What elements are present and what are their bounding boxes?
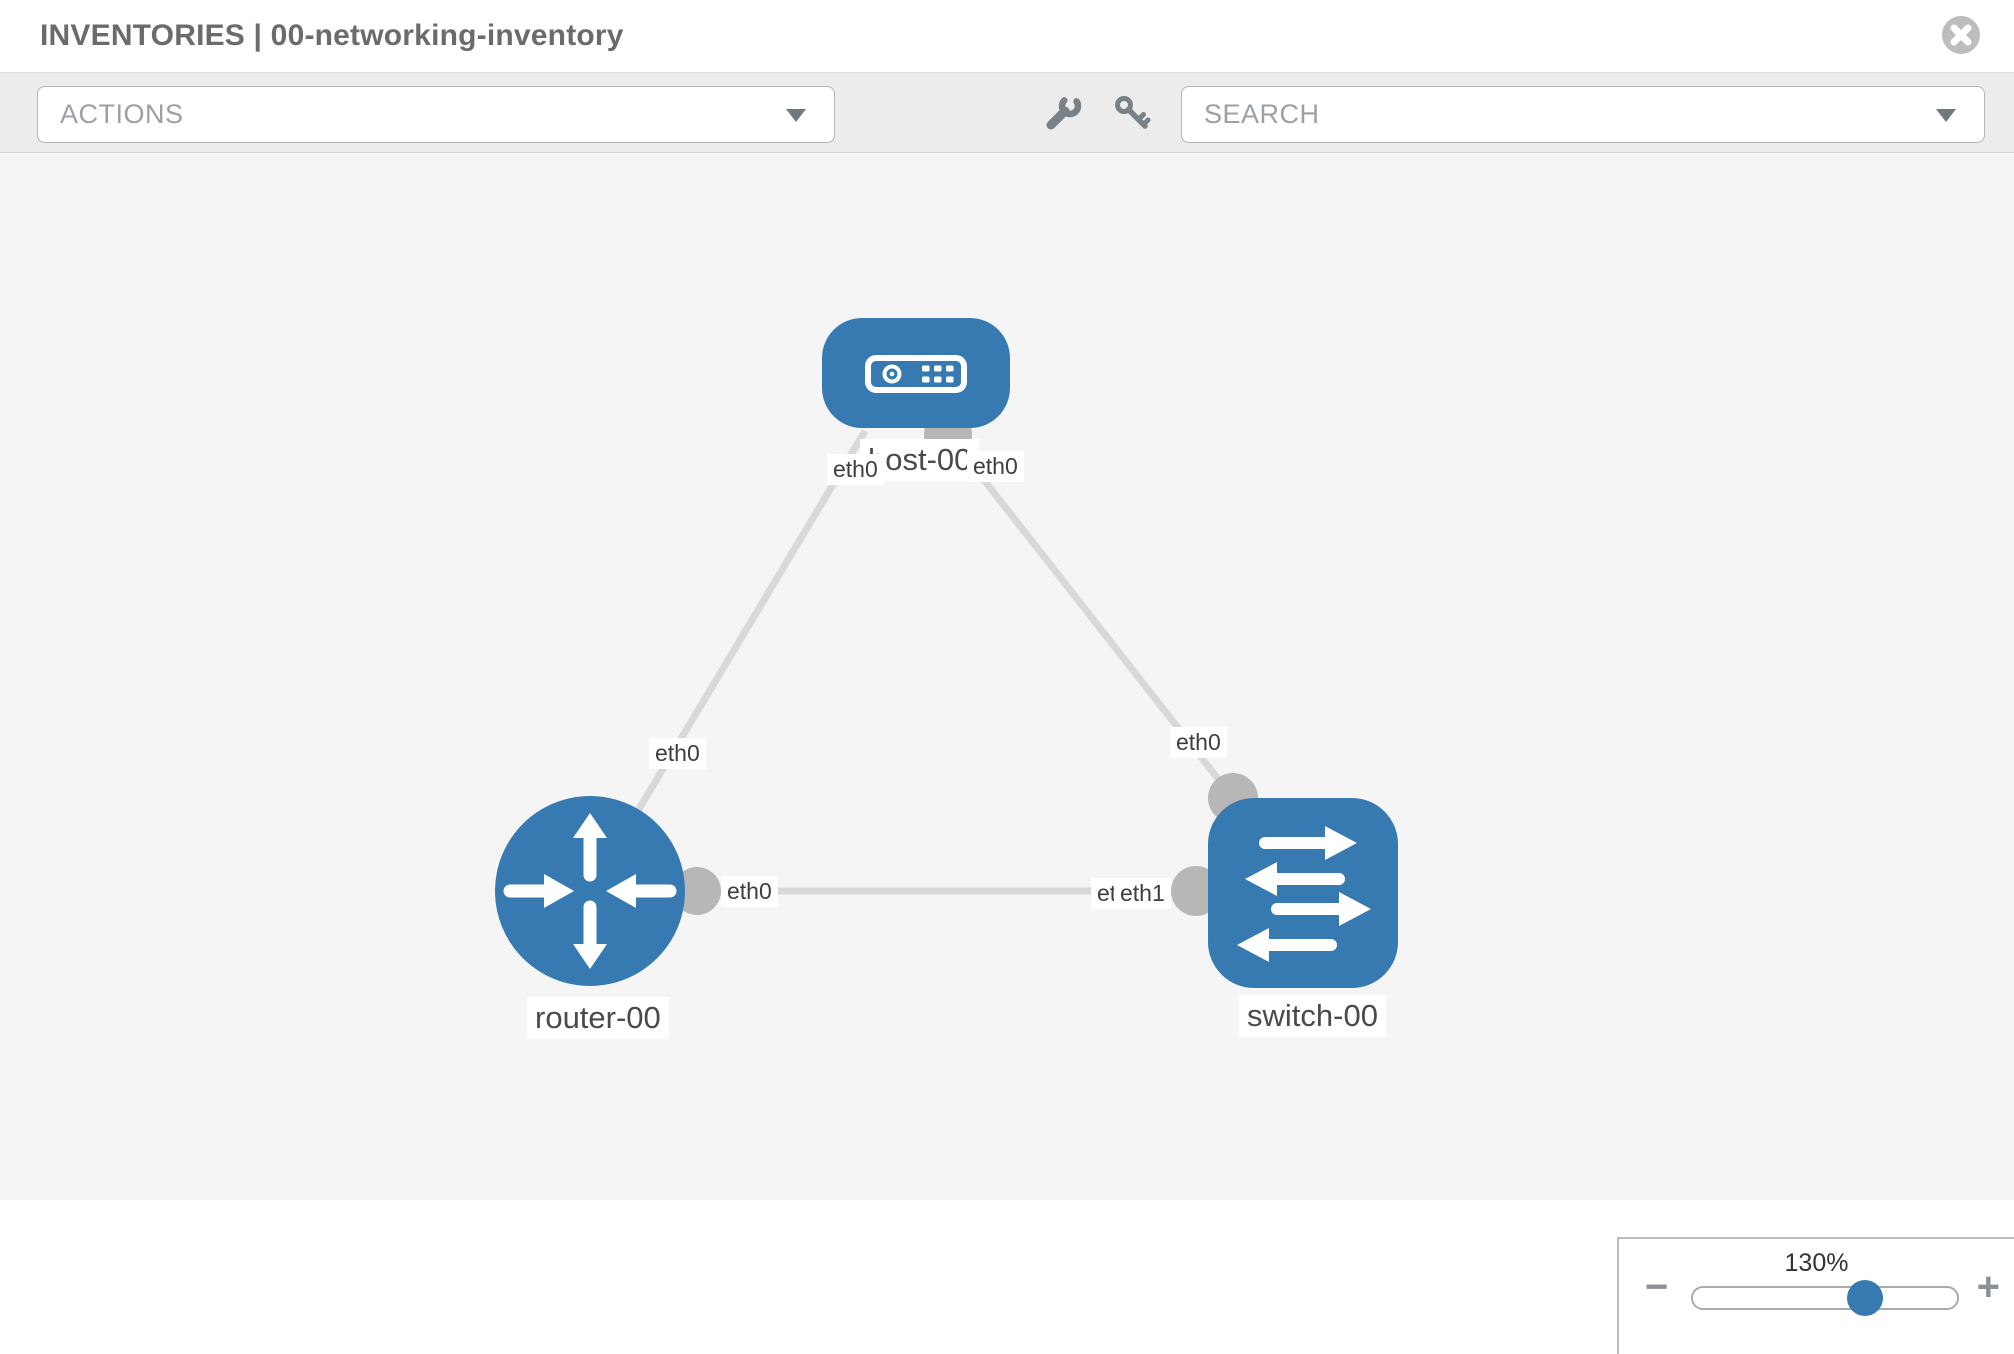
- zoom-slider-track[interactable]: [1691, 1286, 1959, 1310]
- page-title: INVENTORIES | 00-networking-inventory: [40, 19, 624, 52]
- node-label-router: router-00: [527, 997, 669, 1039]
- node-router[interactable]: [495, 796, 685, 986]
- interface-label: eth0: [721, 876, 778, 907]
- close-button[interactable]: [1942, 16, 1980, 54]
- zoom-percent-value: 130%: [1784, 1249, 1849, 1277]
- toolbar: ACTIONS SEARCH: [0, 72, 2014, 153]
- actions-dropdown-label: ACTIONS: [60, 99, 184, 129]
- topology-links: [586, 429, 1236, 895]
- close-icon: [1950, 24, 1972, 46]
- wrench-icon: [1046, 94, 1082, 130]
- interface-label: eth1: [1114, 878, 1171, 909]
- node-host[interactable]: [822, 318, 1010, 428]
- node-label-switch: switch-00: [1239, 995, 1386, 1037]
- port-router-right: [673, 867, 721, 915]
- zoom-in-button[interactable]: +: [1976, 1265, 2000, 1309]
- host-icon: [865, 355, 967, 393]
- interface-ports: [673, 410, 1258, 916]
- interface-label: eth0: [827, 454, 884, 485]
- chevron-down-icon: [786, 109, 806, 122]
- search-dropdown-label: SEARCH: [1204, 99, 1320, 129]
- interface-label: eth0: [967, 451, 1024, 482]
- node-switch[interactable]: [1208, 798, 1398, 988]
- router-icon: [503, 813, 677, 969]
- credentials-button[interactable]: [1112, 94, 1152, 134]
- interface-label: eth0: [649, 738, 706, 769]
- switch-icon: [1237, 826, 1371, 962]
- actions-dropdown[interactable]: ACTIONS: [37, 86, 835, 143]
- topology-canvas[interactable]: host-00 router-00 switch-00 eth0 eth0 et…: [0, 154, 2014, 1354]
- zoom-control-panel: 130% − +: [1617, 1237, 2014, 1354]
- zoom-slider-thumb[interactable]: [1847, 1280, 1883, 1316]
- header-bar: INVENTORIES | 00-networking-inventory: [0, 0, 2014, 72]
- interface-label: eth0: [1170, 727, 1227, 758]
- chevron-down-icon: [1936, 109, 1956, 122]
- configure-button[interactable]: [1044, 94, 1084, 134]
- search-dropdown[interactable]: SEARCH: [1181, 86, 1985, 143]
- key-icon: [1115, 96, 1151, 129]
- zoom-out-button[interactable]: −: [1645, 1265, 1669, 1309]
- node-label-host: host-00: [860, 439, 980, 481]
